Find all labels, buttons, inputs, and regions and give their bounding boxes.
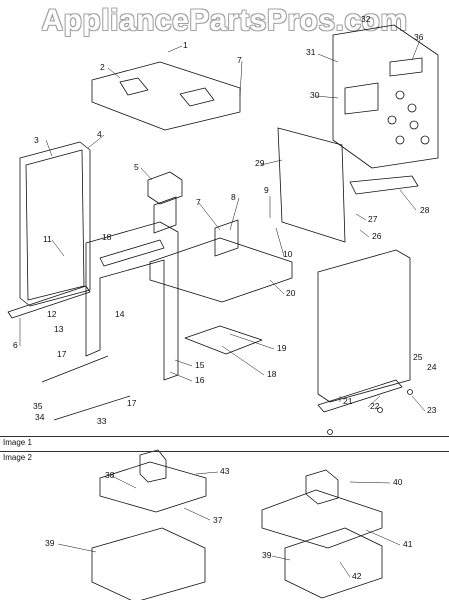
right-upper-panel-part (277, 127, 346, 243)
callout-4: 4 (97, 129, 102, 139)
callout-3: 3 (34, 135, 39, 145)
bracket-panel-b-part (284, 527, 383, 599)
callout-17-lower: 17 (127, 398, 137, 408)
section-label-image-2: Image 2 (3, 453, 32, 462)
callout-7-top: 7 (237, 55, 242, 65)
callout-13: 13 (54, 324, 64, 334)
callout-37: 37 (213, 515, 223, 525)
callout-23: 23 (427, 405, 437, 415)
section-divider-2 (0, 451, 449, 452)
callout-38: 38 (105, 470, 115, 480)
callout-40: 40 (393, 477, 403, 487)
rod-part-upper (41, 355, 109, 383)
section-label-image-1: Image 1 (3, 438, 32, 447)
callout-36: 36 (414, 32, 424, 42)
left-side-panel-part (19, 141, 91, 307)
callout-22: 22 (370, 401, 380, 411)
callout-9: 9 (264, 185, 269, 195)
callout-6: 6 (13, 340, 18, 350)
right-side-panel-part (317, 249, 411, 403)
right-rail-part (317, 379, 403, 413)
front-frame-part (85, 221, 179, 381)
callout-21: 21 (343, 396, 353, 406)
callout-2: 2 (100, 62, 105, 72)
callout-31: 31 (306, 47, 316, 57)
callout-19: 19 (277, 343, 287, 353)
cooktop-base-part (149, 237, 293, 303)
callout-7-mid: 7 (196, 197, 201, 207)
callout-11: 11 (43, 234, 52, 244)
callout-1: 1 (183, 40, 188, 50)
back-panel-part (332, 24, 439, 169)
section-divider-1 (0, 436, 449, 437)
callout-39-left: 39 (45, 538, 55, 548)
callout-10: 10 (283, 249, 293, 259)
callout-27: 27 (368, 214, 378, 224)
callout-32: 32 (361, 14, 371, 24)
callout-25: 25 (413, 352, 423, 362)
callout-labels: 1 2 3 4 5 6 7 7 8 9 10 11 12 13 14 15 16… (13, 14, 437, 581)
callout-14: 14 (115, 309, 125, 319)
callout-20: 20 (286, 288, 296, 298)
callout-35: 35 (33, 401, 43, 411)
leader-lines (19, 39, 426, 578)
rod-part-lower (53, 395, 131, 421)
bracket-part (349, 175, 419, 195)
callout-26: 26 (372, 231, 382, 241)
left-rail-part (7, 285, 91, 319)
callout-28: 28 (420, 205, 430, 215)
callout-43: 43 (220, 466, 230, 476)
callout-34: 34 (35, 412, 45, 422)
callout-12: 12 (47, 309, 57, 319)
callout-15: 15 (195, 360, 205, 370)
top-plate-part (91, 61, 241, 131)
bottom-plate-part (184, 325, 263, 355)
callout-30: 30 (310, 90, 320, 100)
callout-29: 29 (255, 158, 265, 168)
callout-17-upper: 17 (57, 349, 67, 359)
callout-16: 16 (195, 375, 205, 385)
valve-assembly-a-part (99, 461, 207, 513)
callout-8: 8 (231, 192, 236, 202)
callout-33: 33 (97, 416, 107, 426)
callout-42: 42 (352, 571, 362, 581)
callout-24: 24 (427, 362, 437, 372)
callout-18-upper: 18 (102, 232, 112, 242)
callout-41: 41 (403, 539, 413, 549)
valve-assembly-b-part (261, 489, 383, 549)
bracket-panel-a-part (91, 527, 206, 600)
callout-18-lower: 18 (267, 369, 277, 379)
watermark-logo: AppliancePartsPros.com (41, 4, 408, 37)
callout-39-right: 39 (262, 550, 272, 560)
callout-5: 5 (134, 162, 139, 172)
valve-part (147, 171, 183, 205)
